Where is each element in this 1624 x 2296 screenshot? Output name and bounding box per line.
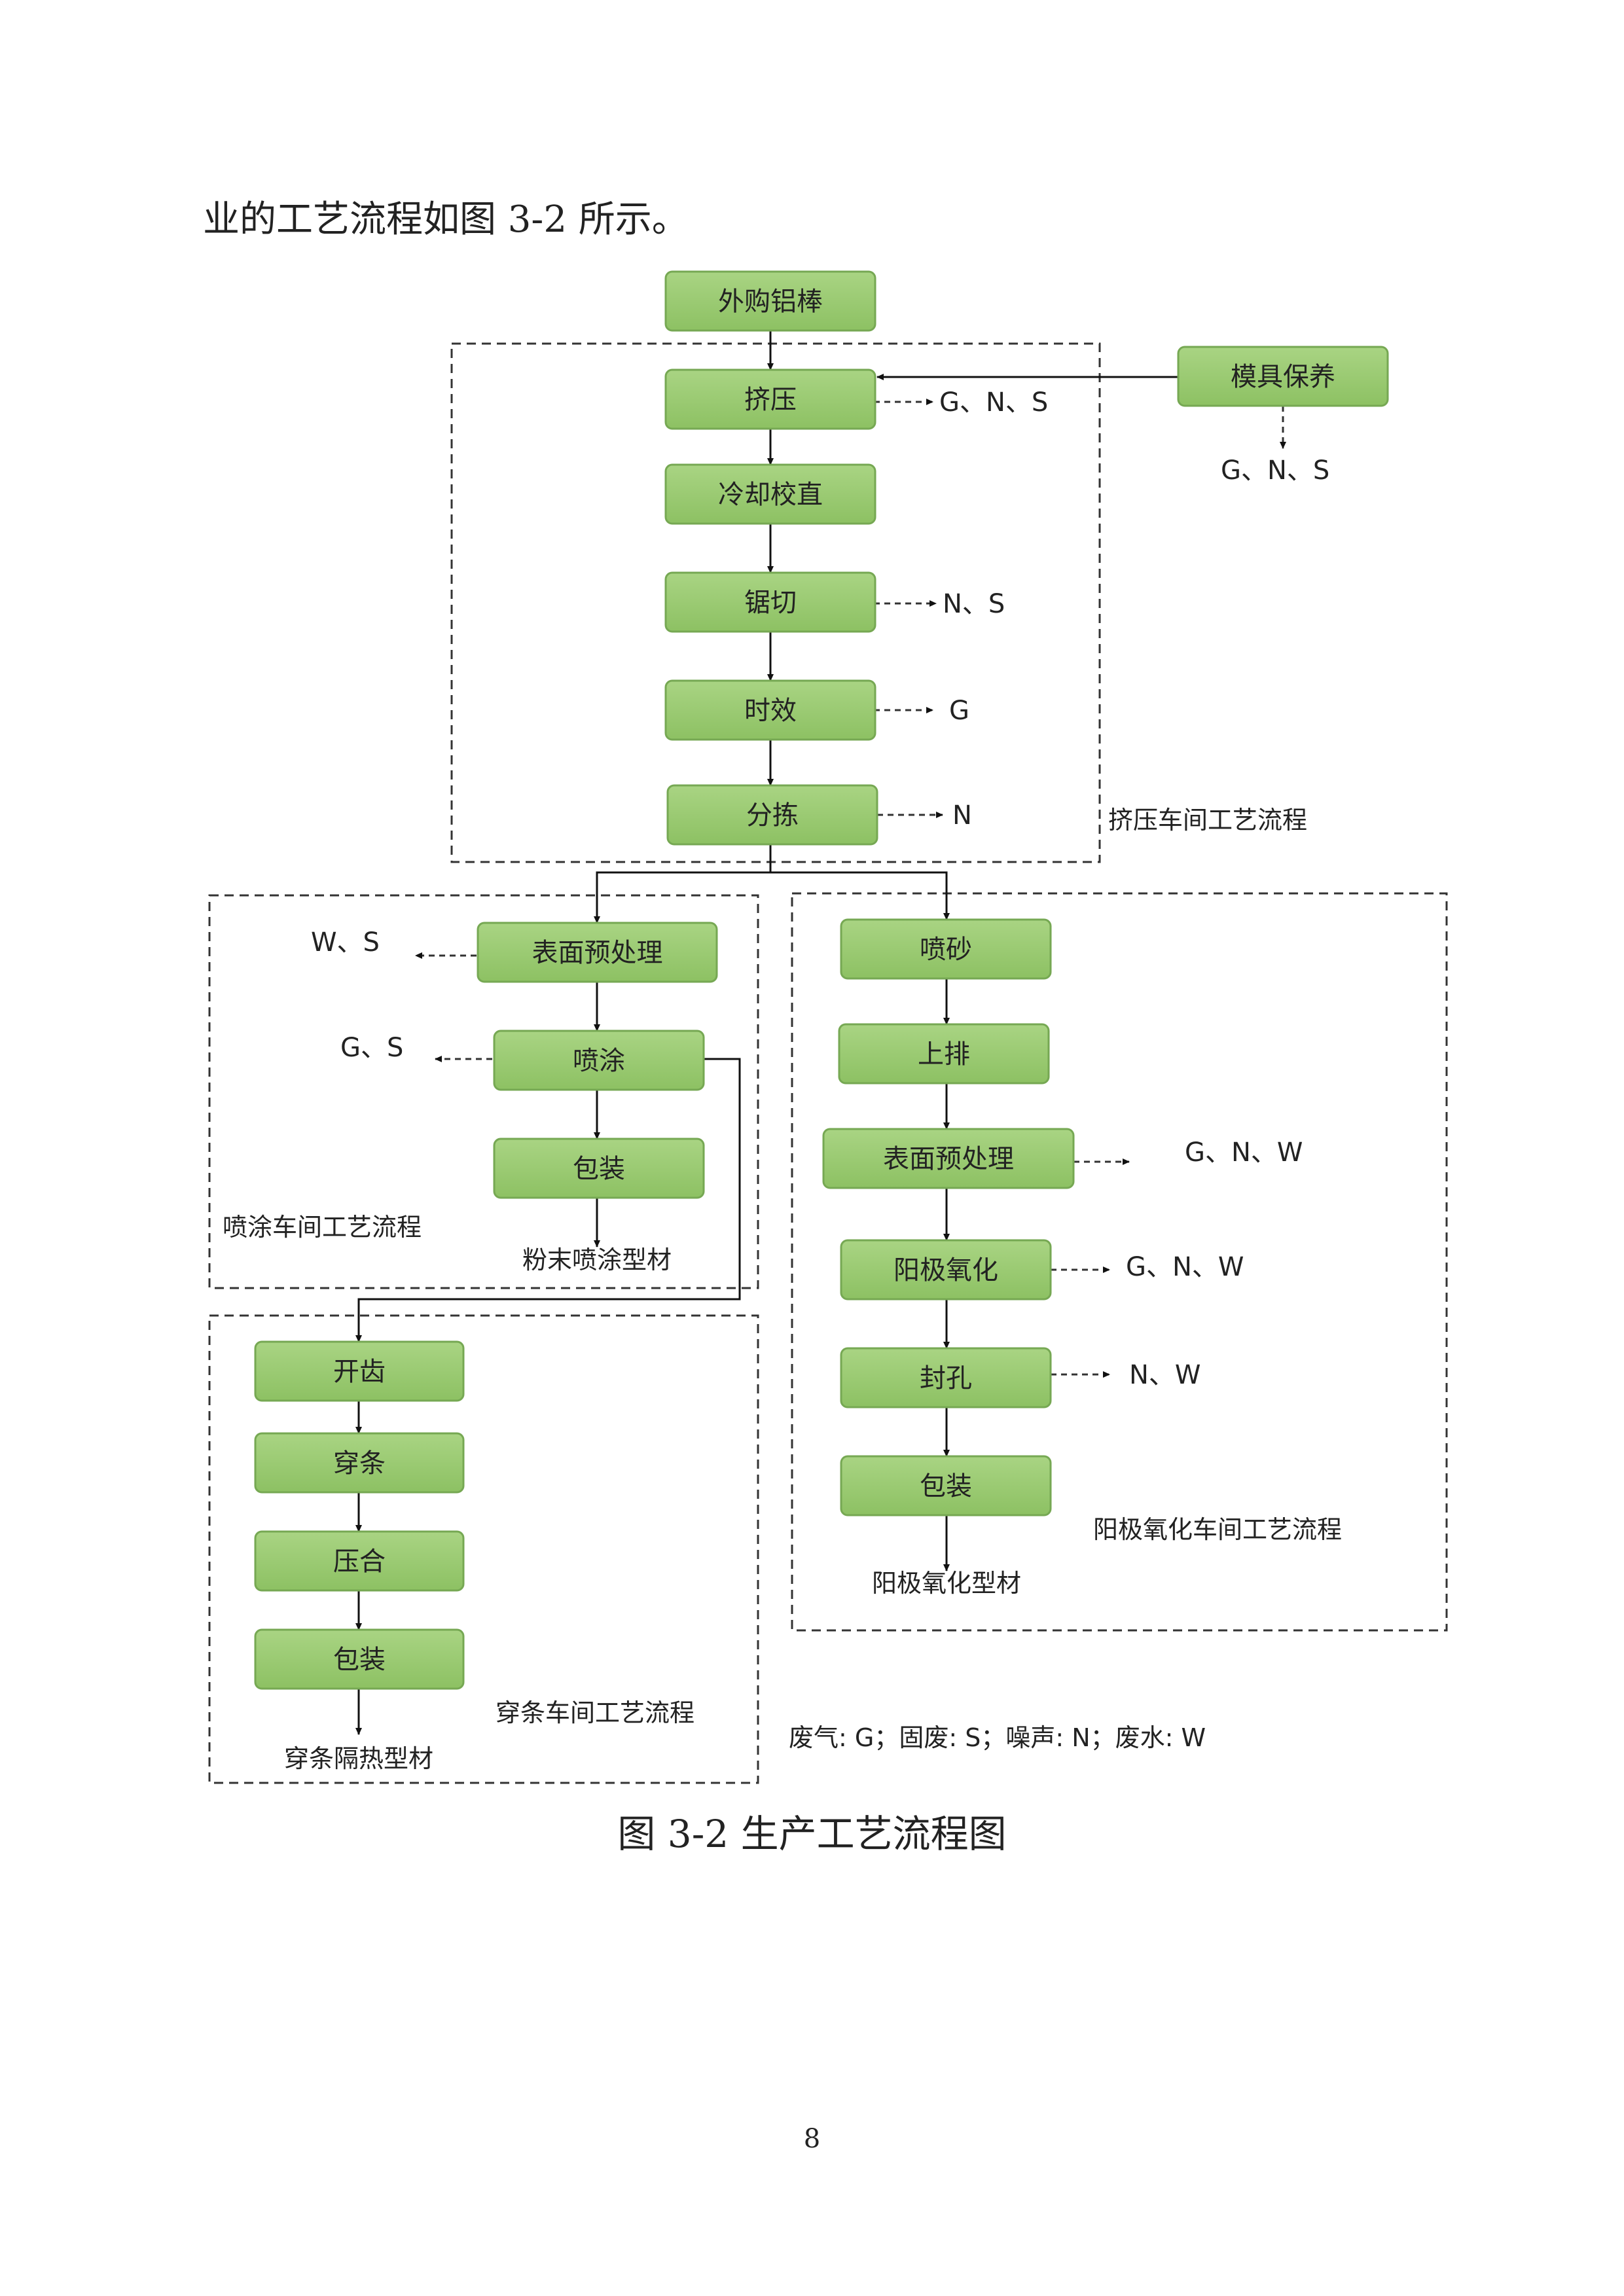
process-label-bar_pack: 包装 [333, 1645, 386, 1675]
process-label-anod_pre: 表面预处理 [883, 1144, 1014, 1174]
annotation-bar-ws: 穿条车间工艺流程 [496, 1698, 695, 1727]
annotation-legend: 废气: G；固废: S；噪声: N；废水: W [789, 1723, 1206, 1752]
process-label-age: 时效 [744, 696, 797, 726]
annotation-extrusion-ws: 挤压车间工艺流程 [1108, 806, 1307, 834]
process-box-thread [254, 1432, 465, 1494]
process-label-sort: 分拣 [746, 800, 799, 831]
process-box-tooth [254, 1340, 465, 1402]
process-box-purchase [664, 270, 876, 332]
process-box-spray [493, 1030, 705, 1091]
process-box-spray_pack [493, 1138, 705, 1199]
process-label-cool: 冷却校直 [718, 480, 823, 510]
process-box-anodize [840, 1239, 1052, 1300]
process-label-sand: 喷砂 [920, 935, 972, 965]
process-label-seal: 封孔 [920, 1363, 972, 1393]
intro-text: 业的工艺流程如图 3-2 所示。 [203, 198, 689, 241]
emission-label-spray: G、S [340, 1033, 403, 1063]
process-label-spray_pre: 表面预处理 [532, 938, 663, 968]
page-number: 8 [803, 2124, 821, 2154]
emission-label-anodize: G、N、W [1126, 1252, 1244, 1282]
emission-label-saw: N、S [943, 589, 1005, 619]
process-label-tooth: 开齿 [333, 1357, 386, 1387]
annotation-bar-product: 穿条隔热型材 [284, 1744, 433, 1773]
annotation-spray-ws: 喷涂车间工艺流程 [223, 1213, 422, 1242]
annotation-spray-product: 粉末喷涂型材 [522, 1246, 672, 1274]
bar-workshop-frame [208, 1314, 759, 1784]
process-box-bar_pack [254, 1628, 465, 1690]
process-box-anod_pre [822, 1128, 1075, 1189]
process-label-extrude: 挤压 [744, 385, 797, 415]
process-label-press: 压合 [333, 1547, 386, 1577]
process-label-spray_pack: 包装 [573, 1154, 625, 1184]
process-box-spray_pre [477, 922, 718, 983]
process-label-saw: 锯切 [744, 588, 797, 618]
annotation-anod-product: 阳极氧化型材 [872, 1569, 1021, 1598]
emission-label-seal: N、W [1129, 1360, 1200, 1390]
anodizing-workshop-frame [791, 892, 1448, 1632]
process-label-anod_pack: 包装 [920, 1471, 972, 1501]
process-label-anodize: 阳极氧化 [893, 1255, 998, 1285]
emission-label-extrude: G、N、S [939, 387, 1048, 418]
process-box-seal [840, 1347, 1052, 1408]
process-box-extrude [664, 368, 876, 430]
process-label-rack: 上排 [918, 1039, 970, 1069]
extrusion-workshop-frame [450, 342, 1101, 863]
figure-caption: 图 3-2 生产工艺流程图 [617, 1812, 1007, 1856]
process-box-age [664, 679, 876, 741]
process-box-sort [666, 784, 878, 846]
spray-workshop-frame [208, 894, 759, 1289]
process-box-sand [840, 918, 1052, 980]
process-label-mold: 模具保养 [1231, 362, 1335, 392]
process-label-purchase: 外购铝棒 [718, 287, 823, 317]
process-box-saw [664, 571, 876, 633]
process-label-spray: 喷涂 [573, 1046, 625, 1076]
process-box-rack [838, 1023, 1050, 1085]
process-box-mold [1177, 346, 1389, 407]
emission-label-anod-pre: G、N、W [1185, 1138, 1303, 1168]
emission-label-mold: G、N、S [1221, 456, 1329, 486]
emission-label-age: G [949, 696, 969, 726]
emission-label-spray-pre: W、S [311, 927, 380, 958]
process-label-thread: 穿条 [333, 1448, 386, 1479]
annotation-anod-ws: 阳极氧化车间工艺流程 [1093, 1515, 1342, 1544]
process-box-press [254, 1530, 465, 1592]
process-box-cool [664, 463, 876, 525]
process-box-anod_pack [840, 1455, 1052, 1516]
emission-label-sort: N [952, 800, 972, 831]
